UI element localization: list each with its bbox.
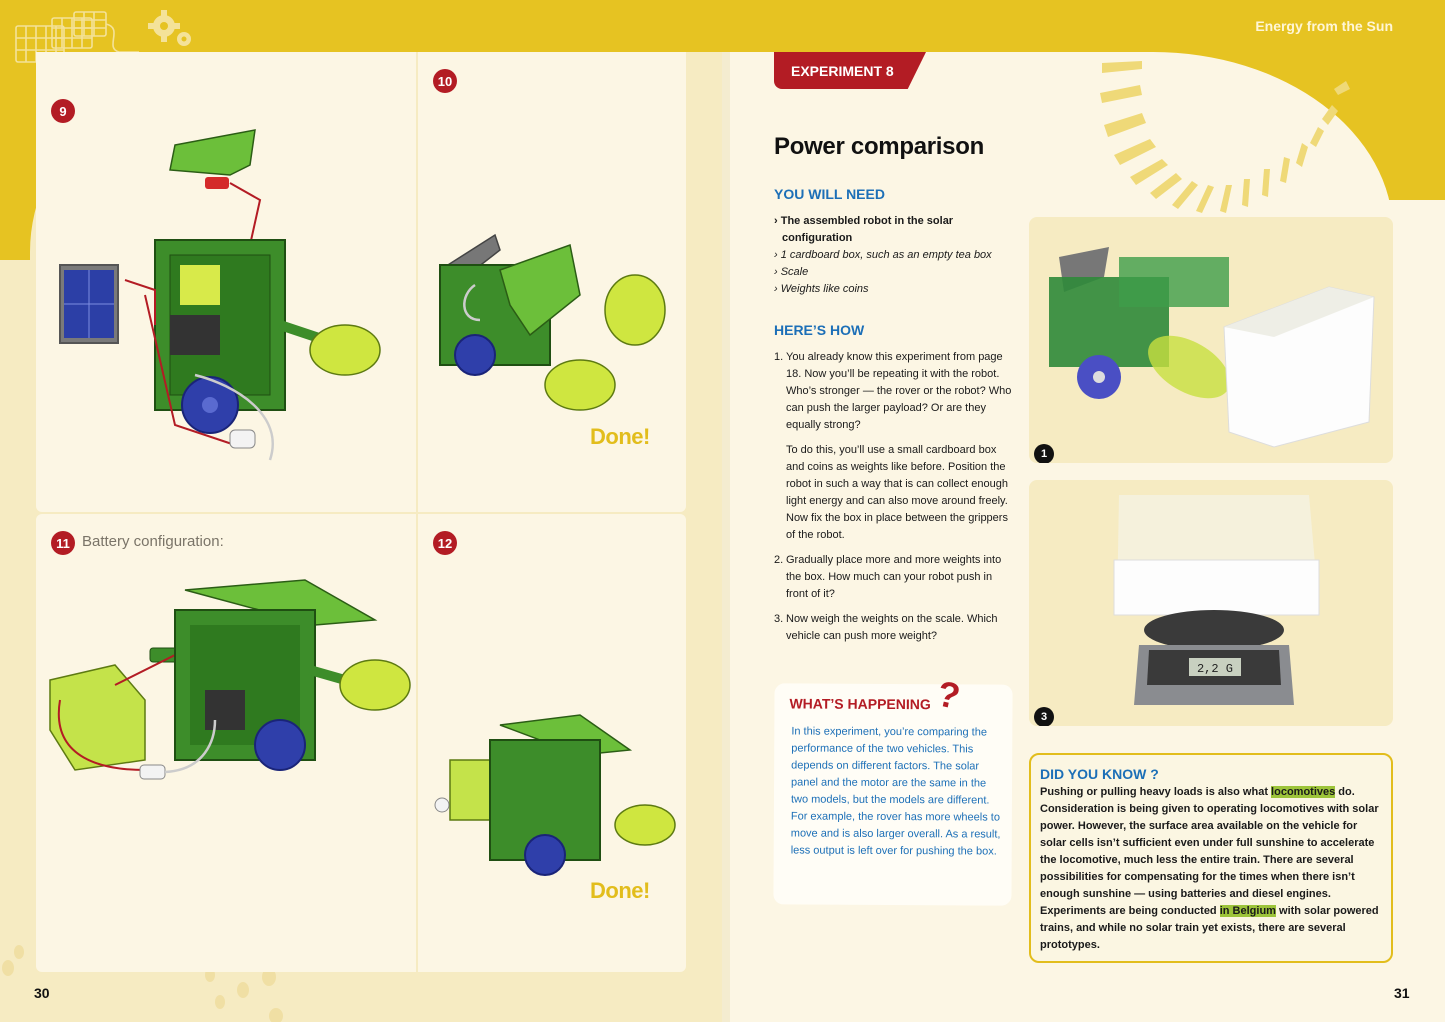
step-10-badge: 10 [433, 69, 457, 93]
highlight-belgium: in Belgium [1219, 905, 1276, 917]
page-title: Power comparison [774, 133, 984, 160]
right-page: Energy from the Sun E [722, 0, 1445, 1022]
done-label-step-10: Done! [590, 424, 650, 449]
step-12-badge: 12 [433, 531, 457, 555]
page-number-right: 31 [1394, 985, 1410, 1001]
you-will-need-heading: YOU WILL NEED [774, 186, 885, 202]
photo-badge-1: 1 [1034, 444, 1054, 463]
scale-photo: 2,2 G [1113, 495, 1320, 705]
did-you-know-text: Pushing or pulling heavy loads is also w… [1040, 786, 1379, 951]
robot-battery-assembly-illustration [49, 579, 411, 780]
instruction-step: 2. Gradually place more and more weights… [774, 552, 1014, 603]
step-11-badge: 11 [51, 531, 75, 555]
instructions-list: 1. You already know this experiment from… [774, 349, 1014, 653]
whats-happening-text: In this experiment, you’re comparing the… [790, 725, 1001, 858]
robot-solar-complete-illustration [438, 233, 666, 411]
sun-rays-decoration [1100, 61, 1350, 213]
instruction-text: You already know this experiment from pa… [786, 351, 1012, 431]
instruction-text: Now weigh the weights on the scale. Whic… [786, 613, 998, 642]
photo-box-on-scale: 2,2 G 3 [1029, 480, 1393, 726]
materials-item: › Scale [774, 266, 809, 278]
step-11-caption: Battery configuration: [82, 533, 224, 550]
instruction-step: 1. You already know this experiment from… [774, 349, 1014, 544]
materials-item: › The assembled robot in the solar confi… [774, 215, 954, 244]
materials-item: › 1 cardboard box, such as an empty tea … [774, 249, 992, 261]
whats-happening-heading: WHAT’S HAPPENING [789, 695, 931, 713]
did-you-know-heading: DID YOU KNOW ? [1040, 766, 1159, 782]
heres-how-heading: HERE’S HOW [774, 322, 865, 338]
gear-icon [148, 10, 191, 46]
instruction-text: Gradually place more and more weights in… [786, 554, 1002, 600]
photo-robot-pushing-box: 1 [1029, 217, 1393, 463]
materials-item: › Weights like coins [774, 283, 869, 295]
experiment-tab: EXPERIMENT 8 [774, 52, 926, 89]
scale-display: 2,2 G [1197, 662, 1233, 676]
robot-box-photo [1049, 247, 1375, 448]
did-you-know-box: DID YOU KNOW ? Pushing or pulling heavy … [1029, 753, 1393, 963]
running-title: Energy from the Sun [1255, 18, 1393, 34]
whats-happening-box: WHAT’S HAPPENING ? In this experiment, y… [773, 672, 1013, 906]
robot-solar-assembly-illustration [59, 129, 381, 461]
spine-shadow [722, 52, 730, 1022]
highlight-locomotives: locomotives [1271, 786, 1336, 798]
step-9-badge: 9 [51, 99, 75, 123]
robot-battery-complete-illustration [434, 714, 676, 876]
page-number-left: 30 [34, 985, 50, 1001]
instruction-step: 3. Now weigh the weights on the scale. W… [774, 611, 1014, 645]
photo-badge-3: 3 [1034, 707, 1054, 726]
materials-list: › The assembled robot in the solar confi… [774, 213, 1014, 298]
instruction-text: To do this, you’ll use a small cardboard… [786, 444, 1008, 541]
done-label-step-12: Done! [590, 878, 650, 903]
left-page: 9 10 [0, 0, 722, 1022]
